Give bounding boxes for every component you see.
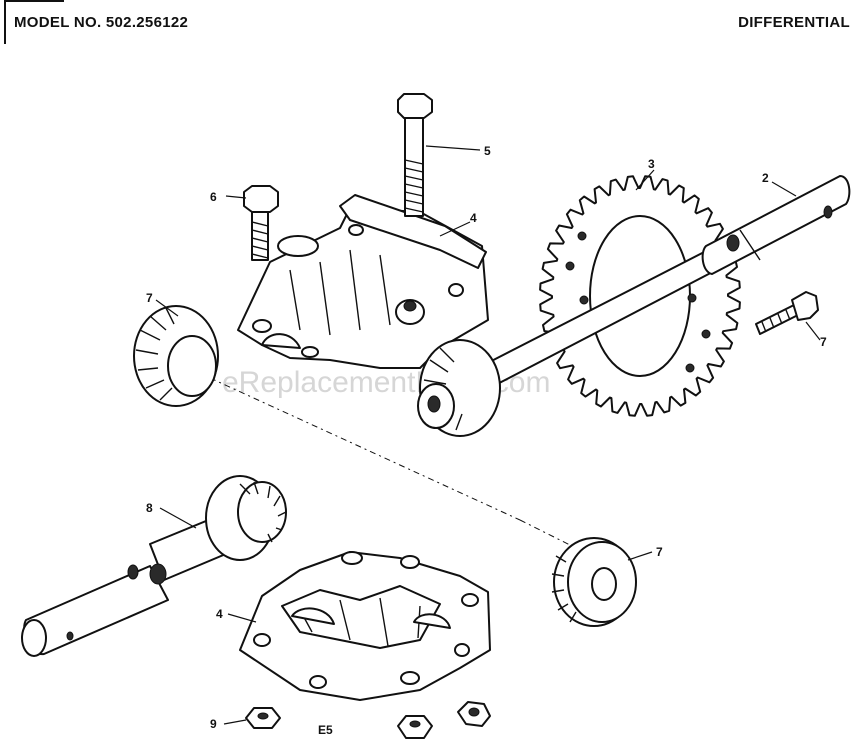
bolt-5 (397, 93, 433, 217)
model-number: MODEL NO. 502.256122 (14, 14, 189, 31)
leader-7-lower (627, 551, 653, 561)
callout-4-lower: 4 (216, 607, 223, 621)
callout-4-upper: 4 (470, 211, 477, 225)
leader-2 (771, 181, 797, 197)
leader-9 (223, 719, 247, 725)
leader-7-upper (155, 299, 179, 317)
shaft-2 (701, 175, 851, 275)
leader-1 (805, 321, 821, 341)
bolt-6 (243, 185, 279, 261)
callout-7-upper: 7 (146, 291, 153, 305)
shaft-8 (21, 475, 287, 657)
diagram-title: DIFFERENTIAL (738, 14, 850, 31)
lower-housing (239, 551, 491, 701)
leader-5 (425, 145, 481, 151)
callout-1: 7 (820, 335, 827, 349)
callout-9: 9 (210, 717, 217, 731)
nut-9-left (245, 707, 281, 729)
callout-3: 3 (648, 157, 655, 171)
figure-code: E5 (318, 723, 333, 737)
nut-9-right (457, 701, 491, 727)
bevel-gear-lower (551, 537, 637, 627)
leader-8 (159, 507, 197, 529)
callout-2: 2 (762, 171, 769, 185)
leader-6 (225, 195, 247, 199)
bevel-gear-left (133, 305, 219, 407)
callout-7-lower: 7 (656, 545, 663, 559)
bolt-1 (755, 291, 819, 335)
callout-8: 8 (146, 501, 153, 515)
callout-5: 5 (484, 144, 491, 158)
leader-4-lower (227, 613, 257, 623)
upper-housing (237, 194, 489, 369)
corner-mark-vertical (4, 0, 6, 44)
callout-6: 6 (210, 190, 217, 204)
nut-9-center (397, 715, 433, 739)
right-axle-with-gear (417, 247, 725, 437)
leader-4-upper (439, 221, 471, 237)
leader-3 (635, 169, 655, 191)
axis-centerline (209, 377, 521, 521)
corner-mark-horizontal (4, 0, 64, 2)
